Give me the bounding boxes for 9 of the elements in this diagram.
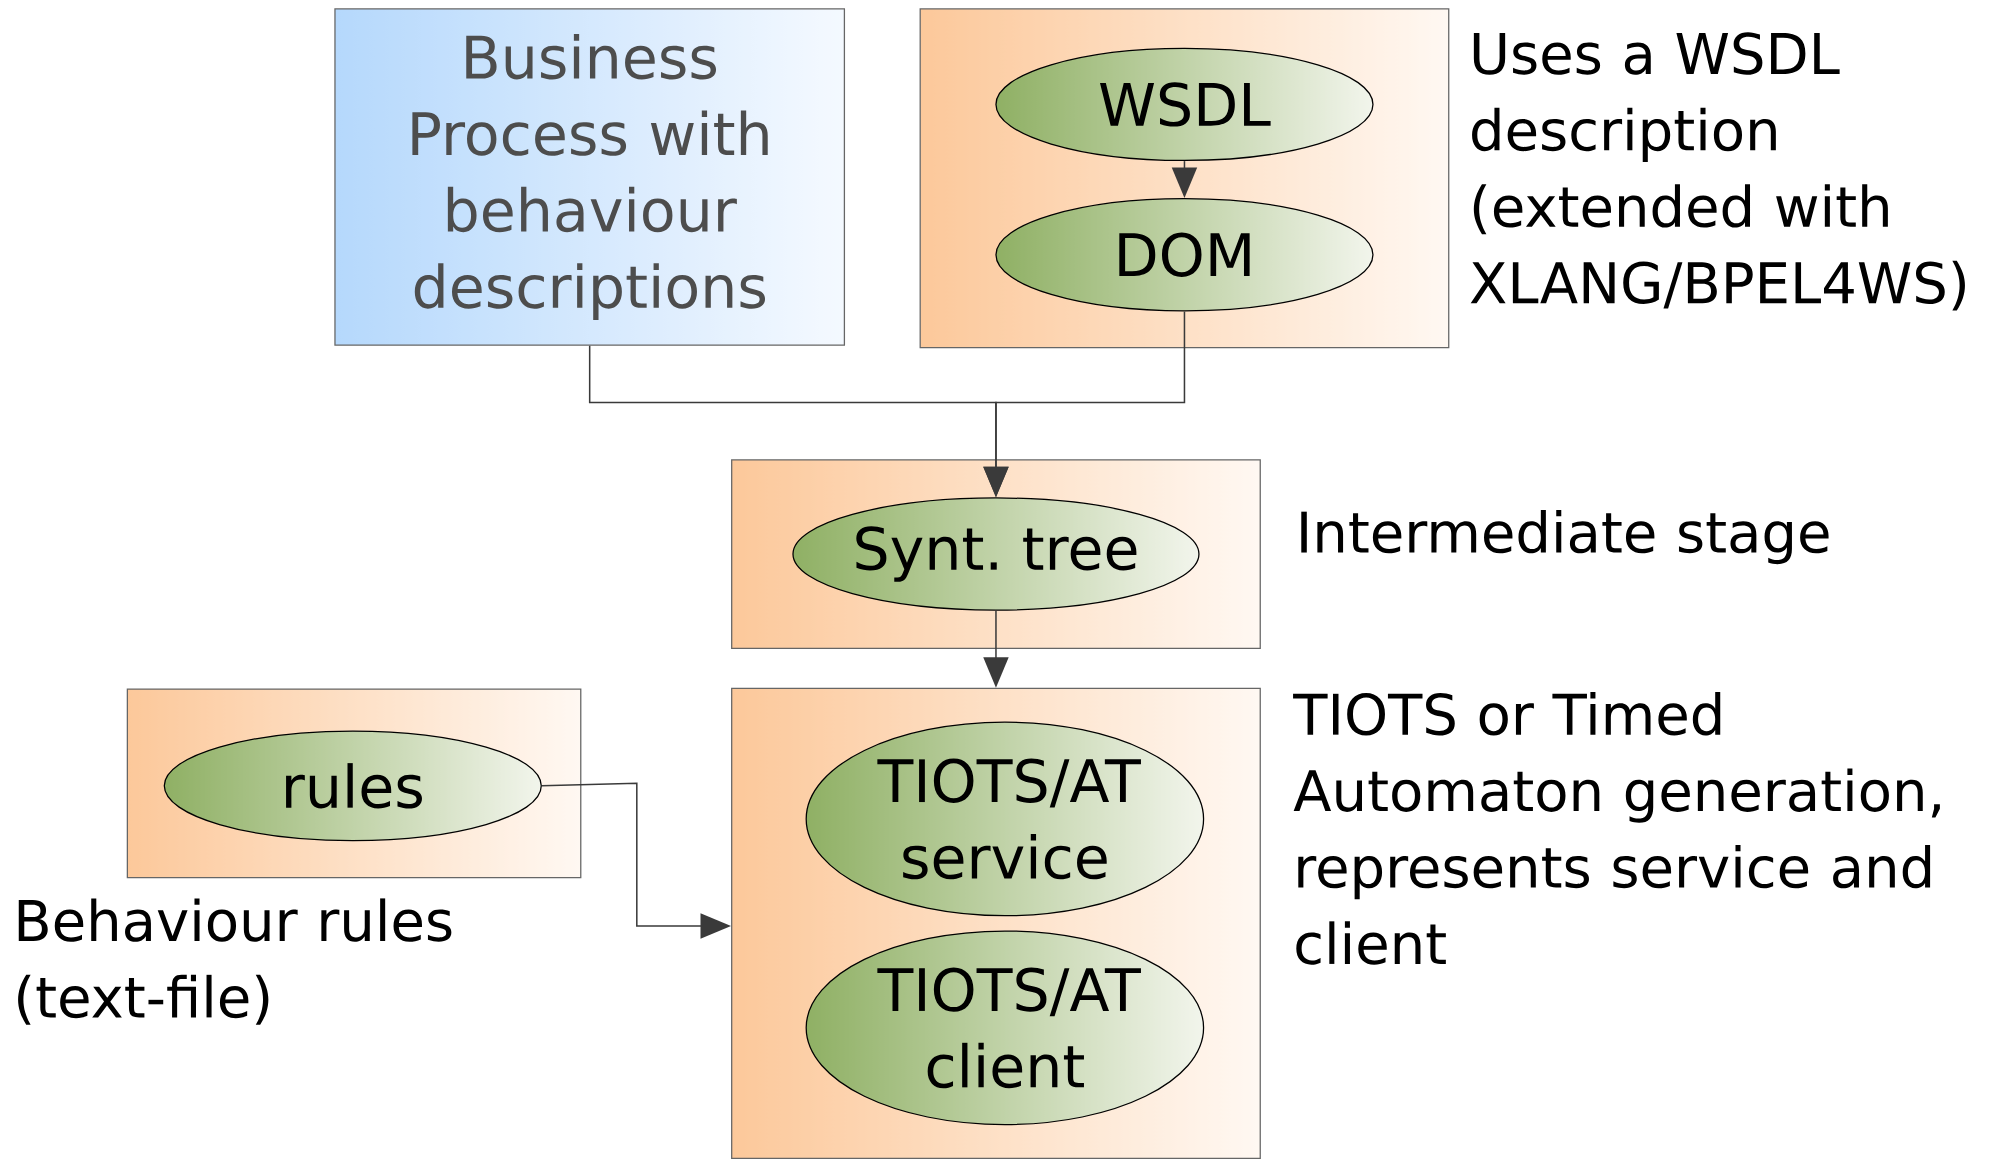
process-box: Business Process with behaviour descriptions [334, 8, 846, 346]
description-text: Behaviour rules (text-file) [18, 898, 452, 1025]
description-text: TIOTS or Timed Automaton generation, represents service and client [1293, 691, 1940, 965]
description-text: Intermediate stage [1301, 509, 1829, 565]
description-text: Uses a WSDL description (extended with XLANG/BPEL4WS) [1470, 32, 1965, 311]
arrow [541, 782, 732, 939]
arrow [1171, 160, 1198, 198]
arrow [983, 609, 1009, 688]
arrow [983, 310, 1186, 498]
